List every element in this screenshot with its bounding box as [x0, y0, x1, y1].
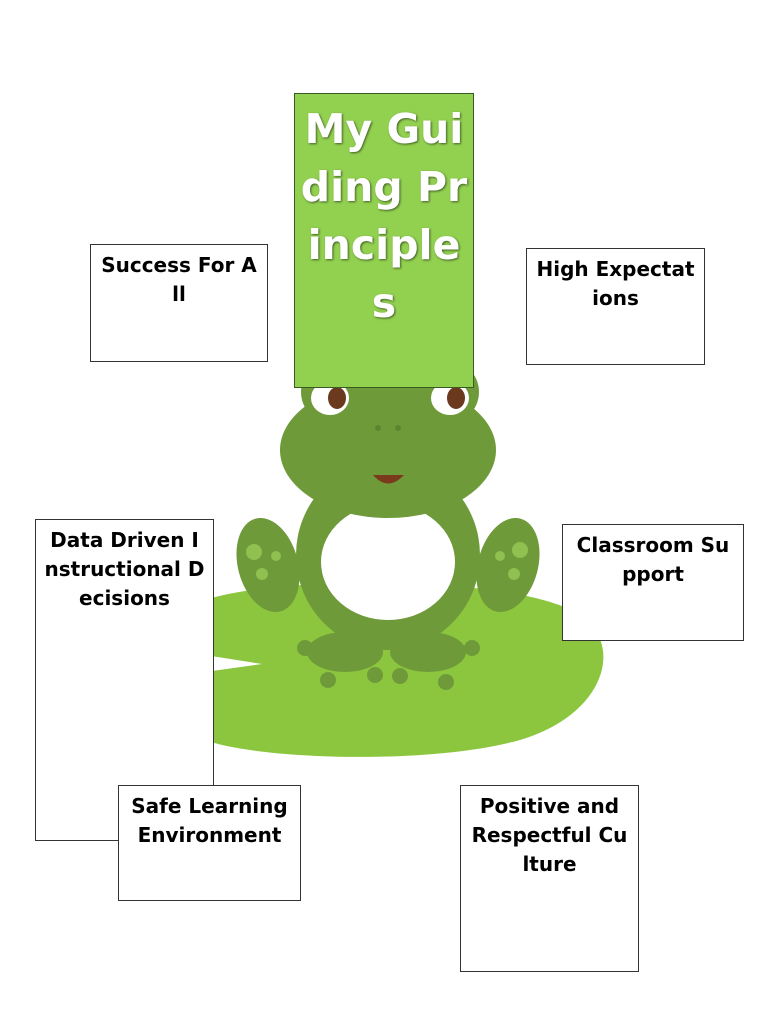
frog-left-hand — [236, 517, 300, 613]
frog-right-hand — [476, 517, 540, 613]
frog-eyes — [311, 381, 469, 415]
principle-success-box: Success For All — [90, 244, 268, 362]
frog-feet — [297, 632, 480, 690]
principle-expectations-box: High Expectations — [526, 248, 705, 365]
principle-classroom-box: Classroom Support — [562, 524, 744, 641]
principle-safe-box: Safe Learning Environment — [118, 785, 301, 901]
frog-mouth — [373, 475, 404, 484]
frog-belly — [321, 504, 455, 620]
principle-culture-box: Positive and Respectful Culture — [460, 785, 639, 972]
title-box: My Guiding Principles — [294, 93, 474, 388]
